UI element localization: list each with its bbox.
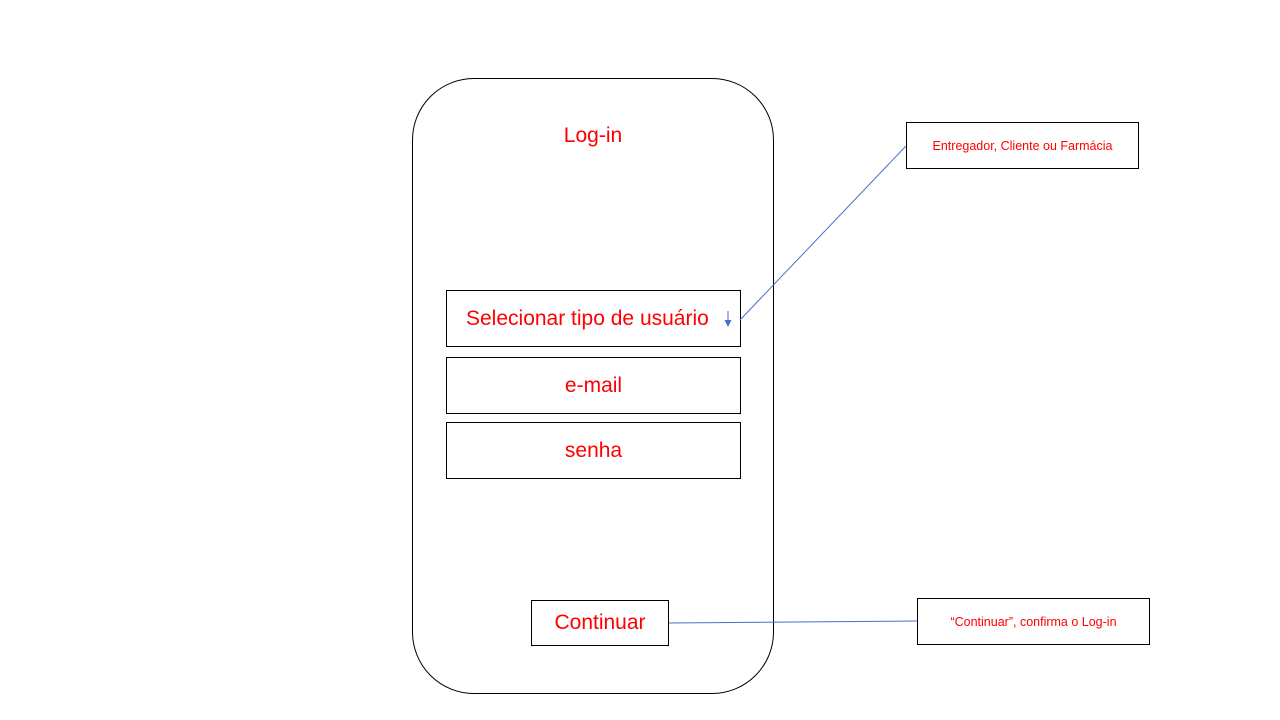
annotation-user-type-text: Entregador, Cliente ou Farmácia bbox=[932, 138, 1113, 153]
password-field[interactable]: senha bbox=[446, 422, 741, 479]
email-field-placeholder: e-mail bbox=[564, 373, 623, 397]
user-type-select-label: Selecionar tipo de usuário bbox=[466, 306, 709, 330]
annotation-continue-text: “Continuar”, confirma o Log-in bbox=[950, 614, 1117, 629]
continue-button-label: Continuar bbox=[554, 611, 646, 634]
continue-button[interactable]: Continuar bbox=[531, 600, 669, 646]
password-field-placeholder: senha bbox=[564, 438, 623, 462]
annotation-continue: “Continuar”, confirma o Log-in bbox=[917, 598, 1150, 645]
user-type-select[interactable]: Selecionar tipo de usuário bbox=[446, 290, 741, 347]
annotation-user-type: Entregador, Cliente ou Farmácia bbox=[906, 122, 1139, 169]
page-title: Log-in bbox=[563, 124, 623, 147]
email-field[interactable]: e-mail bbox=[446, 357, 741, 414]
